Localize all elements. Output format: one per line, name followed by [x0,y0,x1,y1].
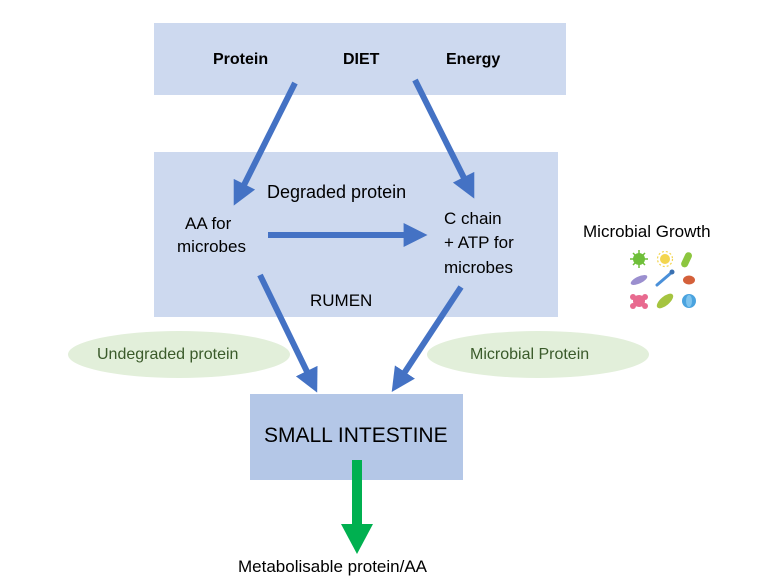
rumen-label: RUMEN [310,291,373,310]
degraded-protein-label: Degraded protein [267,182,407,202]
energy-to-cchain-arrow [412,78,475,199]
microbial-protein-label: Microbial Protein [470,346,590,363]
c-chain-line1: C chain [444,209,502,228]
microbial-growth-label: Microbial Growth [583,222,711,241]
diet-title: DIET [343,51,380,68]
undegraded-protein-ellipse [68,331,290,378]
small-intestine-label: SMALL INTESTINE [264,424,448,447]
diet-energy-label: Energy [446,51,501,68]
undegraded-protein-label: Undegraded protein [97,346,239,363]
metabolisable-protein-label: Metabolisable protein/AA [238,557,428,576]
diet-box [154,23,566,95]
rumen-to-si-right-arrow [391,285,464,393]
aa-for-microbes-line1: AA for [185,214,232,233]
protein-to-aa-arrow [233,81,298,206]
microbial-protein-ellipse [427,331,649,378]
c-chain-line3: microbes [444,258,513,277]
aa-for-microbes-line2: microbes [177,237,246,256]
bacteria-cluster-icon [630,250,696,309]
rumen-to-si-left-arrow [257,273,318,393]
c-chain-line2: + ATP for [444,233,514,252]
diet-protein-label: Protein [213,51,269,68]
